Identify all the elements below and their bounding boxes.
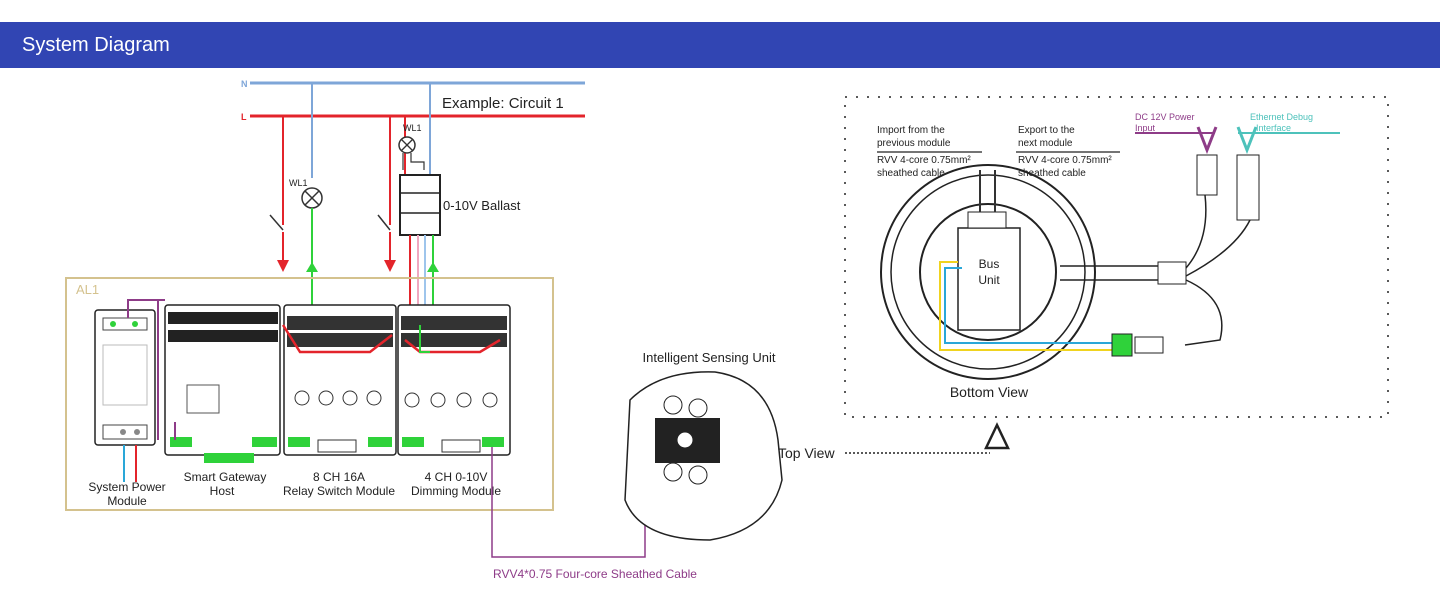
svg-text:Relay Switch Module: Relay Switch Module bbox=[283, 484, 395, 498]
svg-text:WL1: WL1 bbox=[403, 123, 422, 133]
svg-text:previous module: previous module bbox=[877, 138, 951, 149]
relay-return-arrow bbox=[306, 262, 318, 272]
svg-text:Import from the: Import from the bbox=[877, 125, 945, 136]
ballast-label: 0-10V Ballast bbox=[443, 198, 521, 213]
relay-module bbox=[281, 304, 397, 456]
svg-text:Export to the: Export to the bbox=[1018, 125, 1075, 136]
svg-text:Ethernet Debug: Ethernet Debug bbox=[1250, 112, 1313, 122]
mains-lines: N L Example: Circuit 1 bbox=[241, 79, 585, 122]
view-indicator-icon bbox=[984, 422, 1010, 450]
svg-text:Smart Gateway: Smart Gateway bbox=[184, 470, 267, 484]
power-module bbox=[94, 309, 156, 482]
sensor-cable bbox=[491, 447, 646, 558]
svg-text:RVV 4-core 0.75mm²: RVV 4-core 0.75mm² bbox=[877, 155, 971, 166]
svg-text:Bus: Bus bbox=[979, 257, 1000, 271]
svg-text:4 CH 0-10V: 4 CH 0-10V bbox=[425, 470, 488, 484]
bottom-view: Bus Unit Import from the previous module… bbox=[877, 112, 1340, 400]
relay-feed-arrow bbox=[277, 260, 289, 272]
example-circuit-label: Example: Circuit 1 bbox=[442, 95, 564, 112]
live-label: L bbox=[241, 112, 247, 122]
top-view-label: Top View bbox=[778, 445, 835, 461]
relay-circuit: WL1 bbox=[269, 83, 323, 325]
page-title: System Diagram bbox=[22, 33, 170, 56]
gateway-module bbox=[164, 304, 281, 463]
svg-text:System Power: System Power bbox=[88, 480, 165, 494]
svg-text:next module: next module bbox=[1018, 138, 1073, 149]
cabinet-label: AL1 bbox=[76, 282, 99, 297]
svg-text:Module: Module bbox=[107, 494, 147, 508]
svg-text:Unit: Unit bbox=[978, 273, 1000, 287]
neutral-label: N bbox=[241, 79, 248, 89]
svg-text:sheathed cable: sheathed cable bbox=[1018, 168, 1086, 179]
svg-text:Interface: Interface bbox=[1256, 123, 1291, 133]
svg-text:Host: Host bbox=[210, 484, 235, 498]
lamp-label: WL1 bbox=[289, 178, 308, 188]
bus-link bbox=[127, 299, 176, 440]
svg-text:Input: Input bbox=[1135, 123, 1156, 133]
svg-text:DC 12V Power: DC 12V Power bbox=[1135, 112, 1195, 122]
cabinet-al1: AL1 bbox=[65, 277, 554, 511]
header-bar: System Diagram bbox=[0, 22, 1440, 68]
dimming-circuit: WL1 0-10V Ballast bbox=[377, 83, 521, 322]
bottom-view-title: Bottom View bbox=[950, 384, 1029, 400]
cable-label: RVV4*0.75 Four-core Sheathed Cable bbox=[493, 567, 697, 581]
svg-text:8 CH 16A: 8 CH 16A bbox=[313, 470, 365, 484]
svg-text:sheathed cable: sheathed cable bbox=[877, 168, 945, 179]
ballast-box bbox=[399, 174, 441, 236]
sensing-unit: Intelligent Sensing Unit bbox=[624, 350, 783, 541]
svg-text:Dimming Module: Dimming Module bbox=[411, 484, 501, 498]
dimming-module bbox=[397, 304, 511, 456]
svg-text:RVV 4-core 0.75mm²: RVV 4-core 0.75mm² bbox=[1018, 155, 1112, 166]
sensing-unit-title: Intelligent Sensing Unit bbox=[643, 350, 776, 365]
bottom-view-frame bbox=[844, 96, 1389, 418]
